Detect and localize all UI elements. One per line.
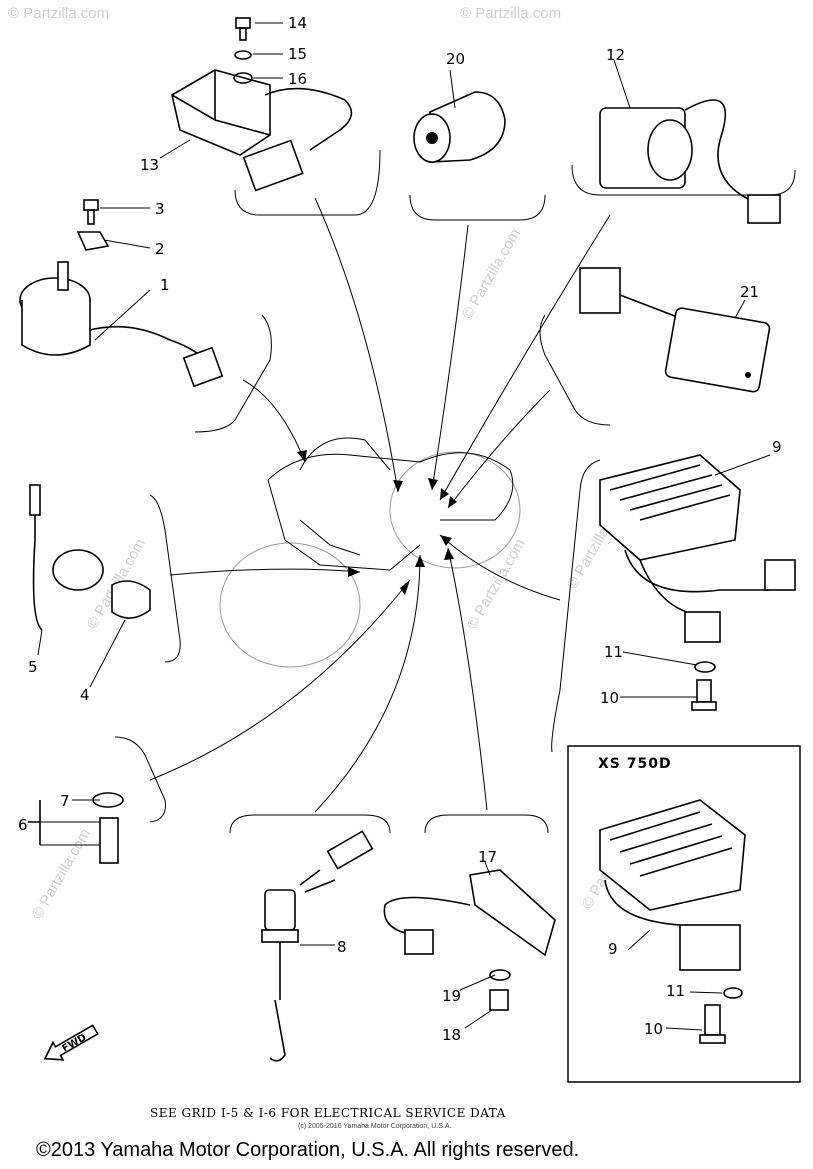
inset-label-11: 11 bbox=[666, 982, 685, 1000]
label-11: 11 bbox=[604, 643, 623, 661]
label-18: 18 bbox=[442, 1026, 461, 1044]
label-5: 5 bbox=[28, 658, 38, 676]
inset-title: XS 750D bbox=[598, 756, 672, 772]
watermark-text: © Partzilla.com bbox=[29, 826, 94, 922]
horn-buzzer bbox=[413, 91, 506, 163]
label-3: 3 bbox=[155, 200, 165, 218]
label-4: 4 bbox=[80, 686, 90, 704]
leader-arrowheads bbox=[297, 450, 457, 595]
oil-switch-and-sender bbox=[29, 484, 151, 631]
callout-pointers bbox=[37, 22, 771, 1029]
starter-relay bbox=[599, 99, 781, 224]
inset-label-9: 9 bbox=[608, 940, 618, 958]
label-7: 7 bbox=[60, 792, 70, 810]
watermark-text: © Partzilla.com bbox=[460, 5, 561, 22]
label-13: 13 bbox=[140, 156, 159, 174]
motorcycle-silhouette bbox=[219, 437, 521, 668]
label-8: 8 bbox=[337, 938, 347, 956]
watermark-text: © Partzilla.com bbox=[8, 5, 109, 22]
sensor-bracket bbox=[383, 869, 556, 1011]
label-1: 1 bbox=[160, 276, 170, 294]
rectifier-regulator bbox=[599, 454, 796, 711]
label-20: 20 bbox=[446, 50, 465, 68]
label-17: 17 bbox=[478, 848, 497, 866]
watermark-text: © Partzilla.com bbox=[459, 226, 524, 322]
label-6: 6 bbox=[18, 816, 28, 834]
label-9: 9 bbox=[772, 438, 782, 456]
service-data-note: SEE GRID I-5 & I-6 FOR ELECTRICAL SERVIC… bbox=[150, 1106, 506, 1120]
footer-copyright: ©2013 Yamaha Motor Corporation, U.S.A. A… bbox=[36, 1139, 579, 1161]
label-19: 19 bbox=[442, 987, 461, 1005]
watermark-text: © Partzilla.com bbox=[464, 536, 529, 632]
flasher-relay-assembly bbox=[171, 17, 353, 192]
label-21: 21 bbox=[740, 283, 759, 301]
label-16: 16 bbox=[288, 70, 307, 88]
part-labels: 1 2 3 4 5 6 7 8 9 10 11 12 13 14 15 16 1… bbox=[18, 14, 782, 1044]
main-switch bbox=[19, 199, 224, 388]
small-copyright: (c) 2005-2016 Yamaha Motor Corporation, … bbox=[298, 1123, 451, 1130]
neutral-switch bbox=[261, 830, 374, 1062]
label-12: 12 bbox=[606, 46, 625, 64]
label-2: 2 bbox=[155, 240, 165, 258]
watermark-layer: © Partzilla.com © Partzilla.com © Partzi… bbox=[8, 5, 644, 922]
leader-lines bbox=[149, 197, 611, 813]
xs750d-inset: XS 750D 9 11 10 bbox=[567, 745, 801, 1083]
spark-plug bbox=[28, 792, 124, 864]
inset-label-10: 10 bbox=[644, 1020, 663, 1038]
label-15: 15 bbox=[288, 45, 307, 63]
forward-arrow-icon: FWD bbox=[43, 1024, 99, 1061]
label-14: 14 bbox=[288, 14, 307, 32]
label-10: 10 bbox=[600, 689, 619, 707]
turn-relay bbox=[579, 267, 771, 393]
